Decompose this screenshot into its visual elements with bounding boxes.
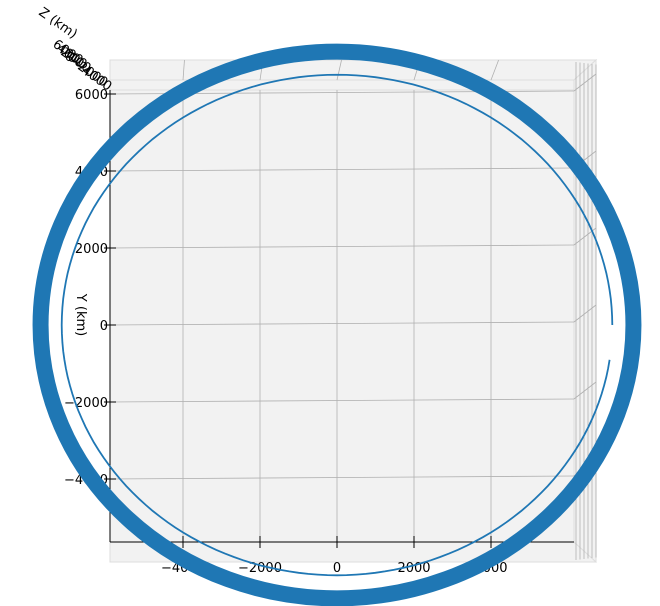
x-tick-label: 0 [333,561,341,576]
xy-pane [109,89,575,543]
pane-layer [109,58,598,564]
y-axis-label: Y (km) [73,293,88,336]
x-tick-label: −2000 [238,561,282,576]
x-grid-back [490,59,499,81]
y-tick-label: 0 [100,319,108,334]
orbit-path-outer [32,43,642,606]
y-grid-line [109,167,575,172]
x-grid-back [182,59,185,81]
x-grid-back [336,59,342,81]
orbit-path-inner [60,73,614,577]
y-tick-label: 2000 [75,242,108,257]
y-grid-line [109,475,575,480]
y-grid-line [109,398,575,403]
y-grid-line [109,244,575,249]
y-tick-label: −2000 [64,396,108,411]
x-tick-label: 2000 [397,561,430,576]
y-tick-label: 6000 [75,88,108,103]
y-grid-line [109,321,575,326]
series-layer [32,43,642,606]
